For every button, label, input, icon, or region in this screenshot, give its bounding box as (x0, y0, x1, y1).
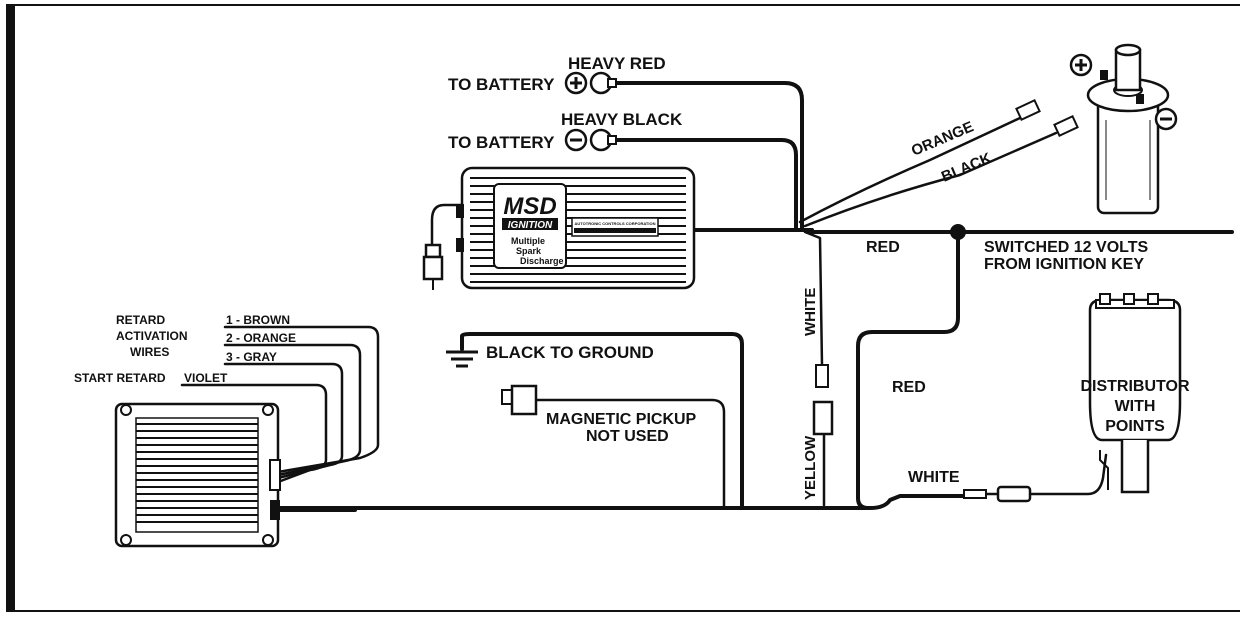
distributor-line3: POINTS (1105, 418, 1165, 435)
ground-icon (446, 350, 478, 368)
distributor-line1: DISTRIBUTOR (1080, 378, 1189, 395)
mag-pickup-connector (501, 384, 538, 416)
msd-desc-3: Discharge (520, 256, 564, 266)
retard-label-1: RETARD (116, 313, 165, 327)
msd-logo: MSD (503, 193, 556, 220)
msd-plate-text: AUTOTRONIC CONTROLS CORPORATION (575, 221, 656, 226)
mag-pickup-line1: MAGNETIC PICKUP (546, 411, 697, 428)
violet-retard-wire (180, 383, 328, 484)
msd-side-connector (422, 243, 444, 290)
distributor (1088, 293, 1182, 494)
heavy-red-wire (611, 81, 804, 230)
msd-left-lead (430, 203, 464, 247)
orange-wire-label: 2 - ORANGE (226, 331, 296, 345)
heavy-black-wire (611, 138, 798, 230)
orange-retard-wire (223, 343, 362, 477)
wires (180, 81, 1234, 512)
black-wire (803, 131, 1058, 228)
retard-module (114, 402, 281, 548)
violet-label: VIOLET (184, 371, 228, 385)
switched-12v-line1: SWITCHED 12 VOLTS (984, 239, 1148, 256)
to-battery-pos-label: TO BATTERY (448, 75, 555, 94)
heavy-red-label: HEAVY RED (568, 54, 666, 73)
msd-desc-1: Multiple (511, 236, 545, 246)
white-wire (803, 230, 824, 367)
ignition-coil (1086, 43, 1170, 215)
distributor-lead (1028, 453, 1108, 496)
mag-pickup-wire (533, 398, 726, 510)
heavy-black-label: HEAVY BLACK (561, 110, 683, 129)
red-lower-label: RED (892, 379, 926, 396)
gray-retard-wire (223, 362, 344, 480)
msd-desc-2: Spark (516, 246, 542, 256)
red-drop-wire (856, 230, 960, 510)
distributor-points-connector (963, 485, 1032, 503)
main-harness-wire (278, 494, 966, 510)
battery-positive-terminal (564, 71, 617, 95)
white-yellow-connectors (812, 364, 834, 436)
msd-logo-sub: IGNITION (508, 220, 553, 231)
white-vertical-label: WHITE (802, 288, 819, 336)
wire-junction-dot (950, 224, 966, 240)
msd-ignition-box: MSD IGNITION Multiple Spark Discharge AU… (456, 166, 696, 290)
yellow-vertical-label: YELLOW (802, 435, 819, 500)
black-to-ground-label: BLACK TO GROUND (486, 343, 654, 362)
brown-retard-wire (223, 325, 380, 474)
retard-label-3: WIRES (130, 345, 169, 359)
gray-label: 3 - GRAY (226, 350, 277, 364)
ground-wire (460, 332, 744, 510)
mag-pickup-line2: NOT USED (586, 428, 669, 445)
distributor-line2: WITH (1115, 398, 1156, 415)
switched-12v-line2: FROM IGNITION KEY (984, 256, 1144, 273)
white-lower-label: WHITE (908, 469, 960, 486)
to-battery-neg-label: TO BATTERY (448, 133, 555, 152)
coil-negative-icon (1154, 107, 1178, 131)
battery-negative-terminal (564, 128, 617, 152)
red-top-label: RED (866, 239, 900, 256)
brown-label: 1 - BROWN (226, 313, 290, 327)
coil-positive-icon (1069, 53, 1093, 77)
start-retard-label: START RETARD (74, 371, 166, 385)
retard-label-2: ACTIVATION (116, 329, 188, 343)
orange-wire (798, 116, 1022, 224)
coil-spade-connectors (1015, 99, 1079, 137)
